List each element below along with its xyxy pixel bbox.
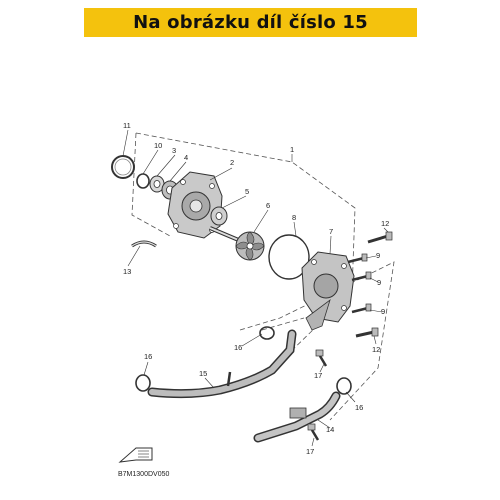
callout-13: 13: [123, 267, 131, 276]
part-13-clip: [131, 240, 157, 248]
callout-10: 10: [154, 141, 162, 150]
part-5-seal: [210, 206, 228, 226]
callout-12-upper: 12: [381, 219, 389, 228]
callout-4: 4: [184, 153, 188, 162]
callout-6: 6: [266, 201, 270, 210]
part-6-impeller: [209, 226, 265, 261]
callout-12-lower: 12: [372, 345, 380, 354]
callout-11: 11: [123, 121, 131, 130]
bolt-12-lower: [355, 327, 379, 338]
title-banner: Na obrázku díl číslo 15: [84, 8, 417, 37]
callout-labels: 1 2 3 4 5 6 7 8 9 9 9 10 11 12 12 13 14 …: [123, 121, 389, 456]
callout-5: 5: [245, 187, 249, 196]
part-16-oring-left: [135, 374, 151, 392]
callout-15: 15: [199, 369, 207, 378]
callout-16-upper: 16: [234, 343, 242, 352]
callout-2: 2: [230, 158, 234, 167]
front-arrow-icon: [118, 447, 153, 463]
part-15-pipe: [147, 329, 297, 399]
callout-17-upper: 17: [314, 371, 322, 380]
leader-lines: [122, 129, 389, 447]
part-8-oring: [268, 234, 310, 280]
bolt-9-a: [347, 253, 368, 264]
diagram-code: B7M1300DV050: [118, 471, 169, 478]
part-16-oring-upper: [259, 326, 275, 340]
callout-17-lower: 17: [306, 447, 314, 456]
callout-8: 8: [292, 213, 296, 222]
part-7-pump-cover: [301, 251, 355, 331]
callout-1: 1: [290, 145, 294, 154]
callout-14: 14: [326, 425, 334, 434]
bolt-17-lower: [307, 423, 320, 441]
callout-3: 3: [172, 146, 176, 155]
callout-16-right: 16: [355, 403, 363, 412]
part-10-ring: [136, 173, 150, 189]
bolt-12-upper: [367, 231, 393, 244]
bolt-17-upper: [315, 349, 328, 367]
banner-title: Na obrázku díl číslo 15: [133, 12, 368, 33]
callout-7: 7: [329, 227, 333, 236]
part-16-oring-right: [336, 377, 352, 395]
callout-9-b: 9: [377, 278, 381, 287]
bolt-9-b: [351, 271, 372, 282]
callout-16-left: 16: [144, 352, 152, 361]
part-14-elbow-pipe: [253, 391, 341, 443]
callout-9-c: 9: [381, 307, 385, 316]
callout-9-a: 9: [376, 251, 380, 260]
bolt-9-c: [351, 303, 372, 314]
part-11-oring: [111, 155, 135, 179]
